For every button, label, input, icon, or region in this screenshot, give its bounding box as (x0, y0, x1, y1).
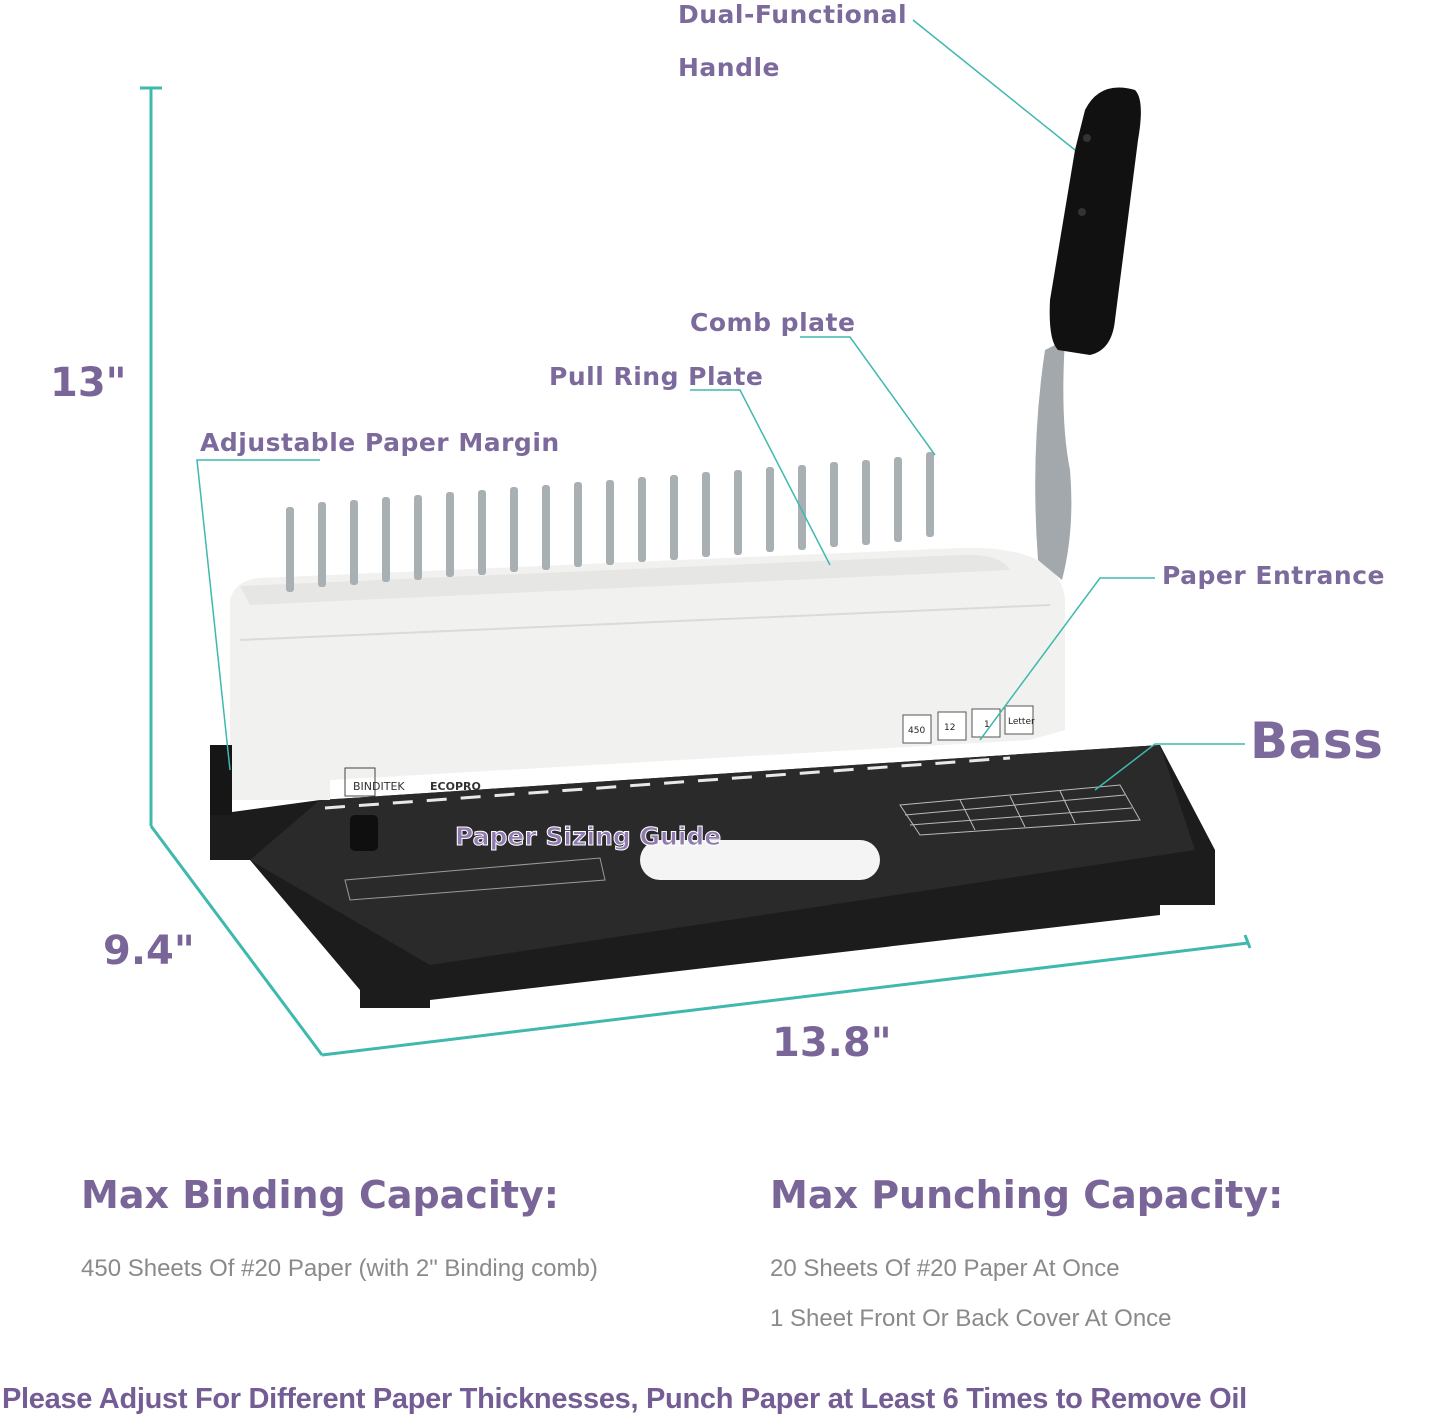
callout-comb-plate: Comb plate (690, 308, 856, 337)
svg-text:12: 12 (944, 723, 955, 733)
callout-leader-lines (196, 19, 1245, 791)
comb-teeth (286, 452, 934, 592)
svg-text:Letter: Letter (1008, 717, 1035, 727)
dimension-width: 13.8" (772, 1020, 892, 1066)
svg-text:BINDITEK: BINDITEK (353, 780, 405, 793)
carry-handle-cutout (640, 840, 880, 880)
lever-handle (1035, 87, 1141, 580)
svg-text:450: 450 (908, 726, 925, 736)
svg-text:1: 1 (984, 720, 990, 730)
callout-paper-entrance: Paper Entrance (1162, 561, 1386, 590)
binding-capacity-title: Max Binding Capacity: (81, 1173, 560, 1217)
callout-paper-sizing-guide: Paper Sizing Guide (454, 822, 722, 852)
callout-base: Bass (1250, 712, 1384, 770)
dimension-depth: 9.4" (103, 928, 195, 974)
punching-capacity-line-1: 20 Sheets Of #20 Paper At Once (770, 1255, 1120, 1282)
product-illustration: BINDITEK ECOPRO 450 12 1 Letter (140, 19, 1252, 1057)
svg-text:ECOPRO: ECOPRO (430, 780, 481, 793)
callout-pull-ring-plate: Pull Ring Plate (549, 362, 764, 391)
machine-body: BINDITEK ECOPRO 450 12 1 Letter (210, 547, 1065, 815)
punching-capacity-title: Max Punching Capacity: (770, 1173, 1284, 1217)
machine-base (210, 745, 1215, 1008)
callout-handle-line1: Dual-Functional (678, 0, 908, 29)
callout-adjustable-margin: Adjustable Paper Margin (200, 428, 560, 457)
dimension-height: 13" (50, 360, 127, 406)
footer-note: Please Adjust For Different Paper Thickn… (2, 1383, 1247, 1415)
dimension-lines (140, 86, 1252, 1057)
binding-capacity-line: 450 Sheets Of #20 Paper (with 2" Binding… (81, 1255, 598, 1282)
punching-capacity-line-2: 1 Sheet Front Or Back Cover At Once (770, 1305, 1172, 1332)
callout-handle-line2: Handle (678, 53, 781, 82)
